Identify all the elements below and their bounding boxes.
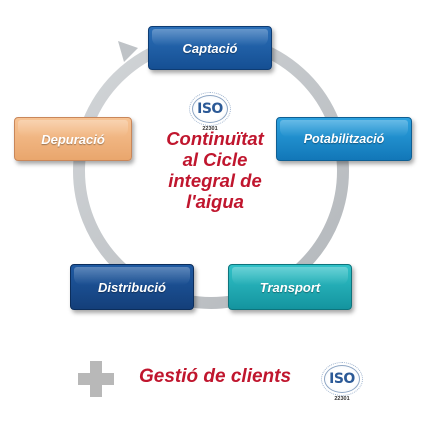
iso-seal-icon: ISO: [189, 92, 231, 126]
stage-distribucio[interactable]: Distribució: [70, 264, 194, 310]
center-title-line: al Cicle: [182, 149, 248, 170]
center-title-line: Continuïtat: [166, 128, 264, 149]
plus-icon: [78, 361, 114, 397]
stage-transport[interactable]: Transport: [228, 264, 352, 310]
center-title-line: integral de: [168, 170, 262, 191]
center-title: Continuïtat al Cicle integral de l'aigua: [130, 128, 300, 212]
ring-arrow-head: [118, 41, 138, 62]
iso-logo-center: ISO 22301: [189, 92, 231, 132]
iso-seal-icon: ISO: [321, 362, 363, 396]
stage-transport-label: Transport: [259, 279, 321, 295]
iso-standard-code: 22301: [202, 126, 218, 132]
stage-distribucio-label: Distribució: [98, 279, 166, 295]
iso-standard-code: 22301: [334, 396, 350, 402]
iso-word: ISO: [329, 371, 355, 387]
stage-potabilitzacio-label: Potabilització: [303, 132, 385, 146]
stage-depuracio[interactable]: Depuració: [14, 117, 132, 161]
iso-word: ISO: [197, 101, 223, 117]
stage-captacio-label: Captació: [182, 40, 238, 56]
stage-potabilitzacio[interactable]: Potabilització: [276, 117, 412, 161]
stage-depuracio-label: Depuració: [41, 131, 105, 147]
stage-captacio[interactable]: Captació: [148, 26, 272, 70]
iso-logo-bottom: ISO 22301: [321, 362, 363, 402]
center-title-line: l'aigua: [186, 191, 244, 212]
clients-label: Gestió de clients: [139, 366, 292, 387]
